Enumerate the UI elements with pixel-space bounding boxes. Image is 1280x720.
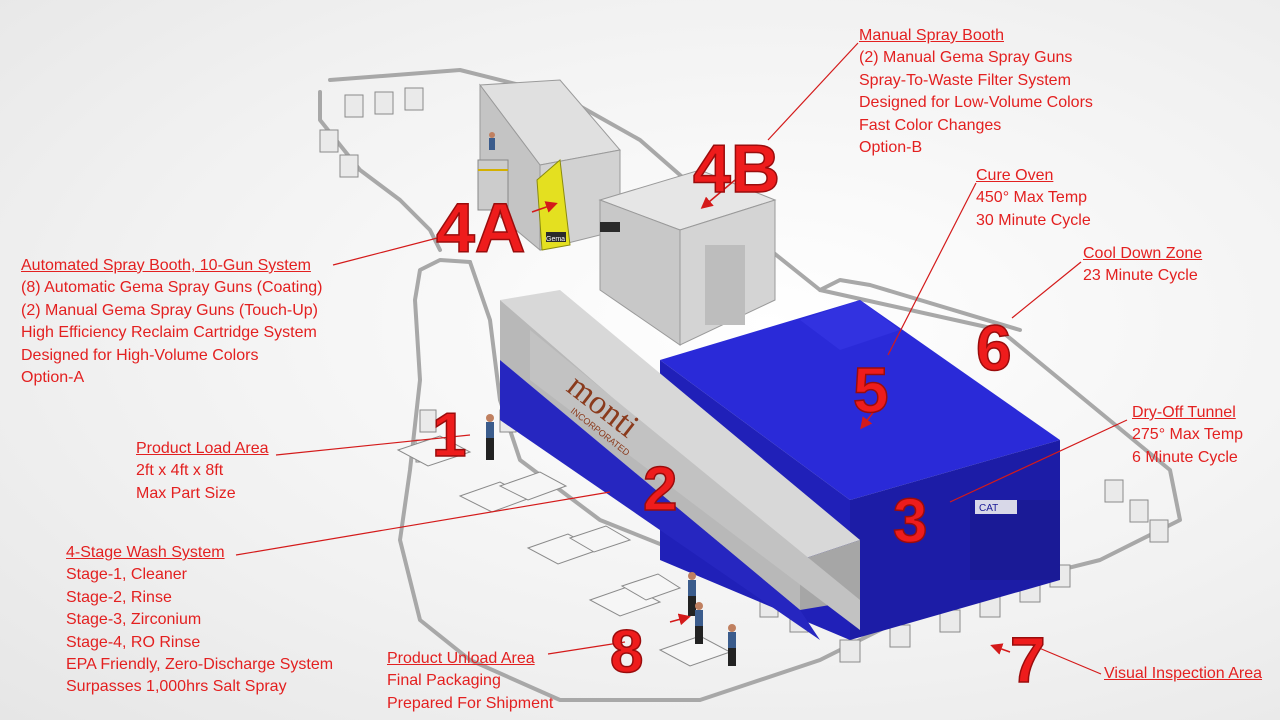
spray-booth-4b (598, 169, 777, 346)
cat-badge: CAT (979, 503, 998, 514)
zone-number-6: 6 (976, 312, 1012, 384)
annotation-line: 450° Max Temp (976, 189, 1088, 207)
annotation-line: Stage-3, Zirconium (66, 611, 202, 629)
annotation-automated-spray-booth: Automated Spray Booth, 10-Gun System (8)… (21, 255, 322, 389)
zone-number-1: 1 (432, 401, 466, 470)
zone-numbers: 1 2 3 4A 4B 5 6 7 8 (431, 130, 1046, 697)
annotation-line: (2) Manual Gema Spray Guns (859, 49, 1073, 67)
annotation-line: 30 Minute Cycle (976, 211, 1091, 229)
annotation-line: Stage-2, Rinse (66, 588, 172, 606)
load-carts (396, 435, 732, 667)
zone-number-8: 8 (610, 618, 643, 685)
annotation-line: Max Part Size (136, 484, 236, 502)
annotation-product-load: Product Load Area 2ft x 4ft x 8ft Max Pa… (136, 438, 269, 505)
annotation-title: Manual Spray Booth (859, 27, 1004, 44)
annotation-cool-down-zone: Cool Down Zone 23 Minute Cycle (1083, 243, 1202, 288)
annotation-title: Visual Inspection Area (1104, 665, 1263, 682)
annotation-line: 23 Minute Cycle (1083, 267, 1198, 285)
zone-number-4b: 4B (693, 131, 780, 207)
leader-lines (235, 42, 1128, 675)
wash-system (500, 290, 860, 640)
zone-number-4a: 4A (436, 189, 525, 267)
annotation-cure-oven: Cure Oven 450° Max Temp 30 Minute Cycle (976, 165, 1091, 232)
annotation-visual-inspection: Visual Inspection Area (1104, 663, 1262, 685)
annotation-title: Product Unload Area (387, 650, 535, 667)
zone-arrows (531, 179, 1011, 655)
annotation-line: EPA Friendly, Zero-Discharge System (66, 656, 334, 674)
annotation-line: Prepared For Shipment (387, 694, 554, 712)
annotation-line: Surpasses 1,000hrs Salt Spray (66, 678, 287, 696)
annotation-line: Option-A (21, 369, 85, 387)
zone-number-2: 2 (643, 455, 677, 524)
annotation-line: Fast Color Changes (859, 116, 1002, 134)
annotation-line: Stage-1, Cleaner (66, 566, 187, 584)
annotation-line: Designed for High-Volume Colors (21, 346, 259, 364)
annotation-line: Final Packaging (387, 672, 501, 690)
annotation-line: 275° Max Temp (1132, 426, 1244, 444)
annotation-title: Product Load Area (136, 440, 269, 457)
annotation-line: Designed for Low-Volume Colors (859, 94, 1093, 112)
annotation-line: (2) Manual Gema Spray Guns (Touch-Up) (21, 301, 318, 319)
annotation-title: 4-Stage Wash System (66, 544, 225, 561)
annotation-manual-spray-booth: Manual Spray Booth (2) Manual Gema Spray… (859, 25, 1093, 159)
annotation-dry-off-tunnel: Dry-Off Tunnel 275° Max Temp 6 Minute Cy… (1132, 402, 1243, 469)
annotation-line: Stage-4, RO Rinse (66, 633, 201, 651)
zone-number-7: 7 (1010, 624, 1046, 696)
annotation-product-unload: Product Unload Area Final Packaging Prep… (387, 648, 553, 715)
annotation-wash-system: 4-Stage Wash System Stage-1, Cleaner Sta… (66, 542, 333, 699)
gema-badge: Gema (546, 236, 565, 243)
annotation-line: 6 Minute Cycle (1132, 448, 1238, 466)
annotation-line: (8) Automatic Gema Spray Guns (Coating) (21, 279, 323, 297)
annotation-line: Spray-To-Waste Filter System (859, 71, 1071, 89)
annotation-line: Option-B (859, 139, 923, 157)
annotation-title: Automated Spray Booth, 10-Gun System (21, 257, 311, 274)
annotation-title: Cool Down Zone (1083, 245, 1203, 262)
zone-number-5: 5 (853, 354, 889, 426)
workers (486, 132, 736, 666)
annotation-title: Cure Oven (976, 167, 1054, 184)
zone-number-3: 3 (893, 487, 927, 556)
annotation-line: High Efficiency Reclaim Cartridge System (21, 324, 317, 342)
annotation-line: 2ft x 4ft x 8ft (136, 462, 224, 480)
annotation-title: Dry-Off Tunnel (1132, 404, 1236, 421)
